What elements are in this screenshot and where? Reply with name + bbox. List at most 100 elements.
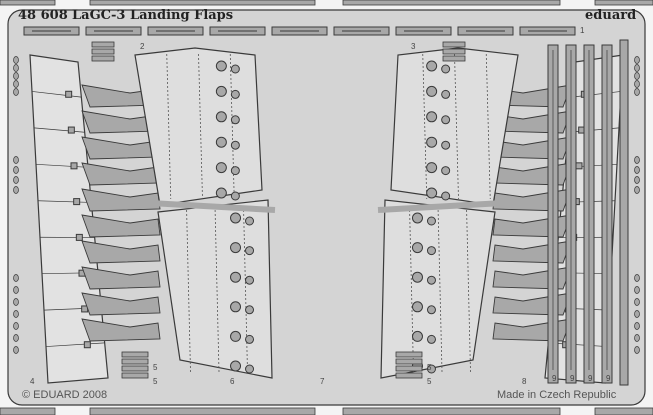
top-sprue-2 [342,0,561,6]
lightening-hole [245,305,255,315]
lightening-hole [441,89,451,99]
lightening-hole [245,364,255,374]
lightening-hole [230,330,242,342]
part-5 [121,372,149,379]
part-number-1: 1 [580,26,585,35]
lightening-hole [426,216,436,226]
drop-part [13,88,19,96]
part-5 [121,365,149,372]
part-6-lower [157,199,273,379]
drop-part [634,88,640,96]
part-5 [395,365,423,372]
fret-code: 48 608 [18,8,68,23]
lightening-hole [230,360,242,372]
part-number-5d: 5 [427,377,432,386]
drop-part [13,156,19,164]
part-2-upper [134,47,263,206]
small-part [442,55,466,62]
rivet-line [485,53,491,200]
drop-part [634,156,640,164]
flap-slat [81,240,161,264]
lightening-hole [215,85,227,97]
hinge-tab [67,126,75,134]
part-number-5b: 5 [153,377,158,386]
part-5 [395,372,423,379]
lightening-hole [441,64,451,74]
part-number-5a: 5 [153,363,158,372]
part-5 [395,351,423,358]
part-5 [395,358,423,365]
lightening-hole [426,275,436,285]
lightening-hole [426,60,438,72]
lightening-hole [215,60,227,72]
flap-rib [33,127,85,133]
drop-part [634,80,640,88]
lightening-hole [411,330,423,342]
drop-part [634,186,640,194]
flap-slat [81,292,161,316]
hinge-tab [83,341,91,349]
lightening-hole [411,271,423,283]
flap-rib [31,91,82,98]
drop-part [13,310,19,318]
lightening-hole [245,275,255,285]
drop-part [13,322,19,330]
flap-rib [571,91,622,98]
flap-rib [45,342,105,347]
small-part [91,48,115,55]
lightening-hole [215,187,227,199]
drop-part [13,80,19,88]
lightening-hole [230,271,242,283]
lightening-hole [245,246,255,256]
part-number-8: 8 [522,377,527,386]
lightening-hole [411,242,423,254]
lightening-hole [411,301,423,313]
fret-title: LaGC-3 Landing Flaps [72,8,234,23]
part-number-2: 2 [140,42,145,51]
top-sprue-1 [89,0,316,6]
hinge-tab [65,90,73,98]
lightening-hole [426,305,436,315]
part-number-9c: 9 [588,374,593,383]
drop-part [634,322,640,330]
drop-part [634,346,640,354]
drop-part [13,274,19,282]
rivet-line [166,53,172,200]
rivet-line [229,53,235,200]
drop-part [13,176,19,184]
bottom-sprue-0 [0,407,56,415]
part-number-5c: 5 [427,363,432,372]
part-5 [121,351,149,358]
drop-part [13,286,19,294]
part-number-6: 6 [230,377,235,386]
small-part [91,41,115,48]
lightening-hole [426,85,438,97]
part-number-4: 4 [30,377,35,386]
lightening-hole [245,334,255,344]
drop-part [13,346,19,354]
lightening-hole [426,334,436,344]
panel-connector [377,200,504,213]
part-5 [121,358,149,365]
lightening-hole [426,187,438,199]
top-sprue-0 [0,0,56,6]
lightening-hole [426,136,438,148]
hinge-tab [73,198,81,206]
bottom-sprue-2 [342,407,561,415]
hinge-tab [575,162,583,170]
drop-part [634,274,640,282]
lightening-hole [230,242,242,254]
drop-part [634,64,640,72]
drop-part [634,56,640,64]
part-3-upper [390,47,519,206]
top-sprue-3 [594,0,653,6]
bottom-sprue-1 [89,407,316,415]
flap-slat [81,318,161,342]
drop-part [634,310,640,318]
drop-part [634,286,640,294]
drop-part [634,166,640,174]
hinge-tab [75,233,83,241]
drop-part [634,334,640,342]
lightening-hole [441,166,451,176]
